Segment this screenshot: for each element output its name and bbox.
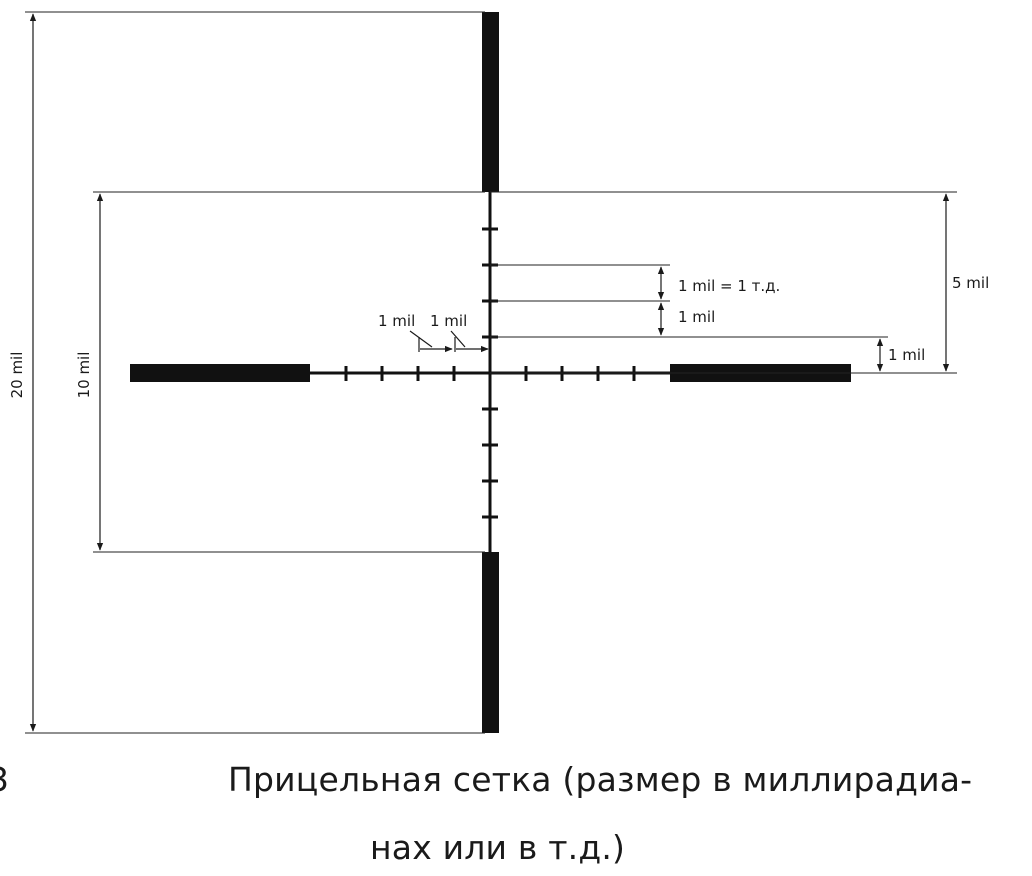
top-post: [482, 12, 499, 192]
label-1mil-left-a: 1 mil: [378, 312, 415, 330]
label-20mil: 20 mil: [8, 352, 26, 399]
dimension-arrows: [29, 13, 950, 732]
label-1mil-bottom: 1 mil: [888, 346, 925, 364]
bottom-post: [482, 552, 499, 733]
caption-line-2: нах или в т.д.): [370, 828, 626, 867]
extension-lines: [25, 11, 957, 734]
label-5mil: 5 mil: [952, 274, 989, 292]
caption-line-1: Прицельная сетка (размер в миллирадиа-: [228, 760, 973, 799]
label-1mil-right: 1 mil: [678, 308, 715, 326]
edge-glyph: 3: [0, 760, 9, 799]
label-1mil-eq: 1 mil = 1 т.д.: [678, 277, 780, 295]
label-1mil-left-b: 1 mil: [430, 312, 467, 330]
left-post: [130, 364, 310, 382]
label-10mil: 10 mil: [75, 352, 93, 399]
